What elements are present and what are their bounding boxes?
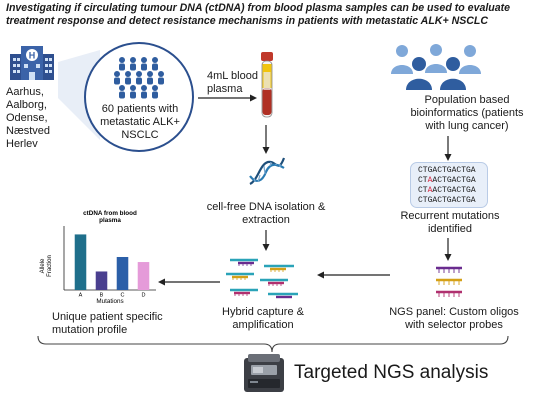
sequence-part: ACTGACTGA	[432, 186, 476, 195]
cfdna-label-line: extraction	[242, 214, 290, 226]
ngs-probes-icon	[436, 266, 462, 297]
svg-text:H: H	[29, 51, 36, 61]
figure-title: Investigating if circulating tumour DNA …	[6, 2, 542, 28]
x-tick-label: D	[142, 293, 146, 299]
bar-A	[74, 234, 87, 290]
cfdna-label: cell-free DNA isolation & extraction	[196, 201, 336, 227]
chart-ylabel-line-2: Fraction	[47, 255, 53, 277]
mutation-base: A	[427, 176, 433, 185]
hospital-list: Aarhus, Aalborg, Odense, Næstved Herlev	[6, 86, 50, 151]
blood-label-line: plasma	[207, 83, 243, 95]
hybrid-capture-icon	[226, 258, 298, 299]
recurrent-label: Recurrent mutations identified	[380, 210, 520, 236]
profile-label-line: mutation profile	[52, 324, 128, 336]
sequencer-icon	[244, 354, 284, 392]
population-people-icon	[391, 44, 481, 90]
ngs-panel-label: NGS panel: Custom oligos with selector p…	[384, 306, 524, 332]
sequence-line: CTGACTGACTGA	[418, 166, 476, 175]
title-line-2: treatment response and detect resistance…	[6, 15, 489, 27]
hospital-name: Odense,	[6, 112, 48, 124]
sequence-line: CTAACTGACTGA	[418, 186, 487, 196]
bar-B	[95, 271, 108, 290]
chart-ylabel-line-1: Allele	[40, 258, 46, 273]
population-label-line: Population based	[424, 94, 510, 106]
population-label: Population based bioinformatics (patient…	[392, 94, 542, 133]
hospital-icon: H	[10, 46, 54, 80]
profile-label: Unique patient specific mutation profile	[52, 311, 163, 337]
hospital-name: Næstved	[6, 125, 51, 137]
hospital-name: Aarhus,	[6, 86, 44, 98]
blood-label-line: 4mL blood	[207, 70, 258, 82]
ngs-panel-label-line: with selector probes	[405, 319, 503, 331]
sequence-line: CTAACTGACTGA	[418, 176, 487, 186]
targeted-ngs-label: Targeted NGS analysis	[294, 362, 489, 383]
bar-C	[116, 256, 129, 290]
sequence-line: CTGACTGACTGA	[418, 196, 476, 205]
patients-people-icon	[114, 57, 164, 99]
patients-label: 60 patients with metastatic ALK+ NSCLC	[96, 103, 184, 142]
population-label-line: bioinformatics (patients	[410, 107, 524, 119]
x-tick-label: A	[79, 293, 83, 299]
profile-label-line: Unique patient specific	[52, 311, 163, 323]
patients-label-line: 60 patients with	[101, 103, 179, 115]
patients-circle	[84, 42, 194, 152]
population-label-line: with lung cancer)	[425, 120, 509, 132]
x-tick-label: C	[121, 293, 125, 299]
sequence-part: ACTGACTGA	[432, 176, 476, 185]
mutation-base: A	[427, 186, 433, 195]
allele-fraction-chart: ctDNA from blood plasma Allele Fraction …	[40, 210, 156, 305]
patients-label-line: NSCLC	[121, 129, 159, 141]
patients-label-line: metastatic ALK+	[100, 116, 180, 128]
chart-title-line-1: ctDNA from blood	[83, 210, 137, 217]
hospital-name: Aalborg,	[6, 99, 47, 111]
hybrid-label-line: amplification	[232, 319, 294, 331]
sequence-box: CTGACTGACTGA CTAACTGACTGA CTAACTGACTGA C…	[410, 162, 488, 208]
hybrid-label: Hybrid capture & amplification	[208, 306, 318, 332]
blood-tube-icon	[261, 52, 273, 118]
title-line-1: Investigating if circulating tumour DNA …	[6, 2, 511, 14]
chart-title-line-2: plasma	[99, 217, 121, 224]
recurrent-label-line: Recurrent mutations	[400, 210, 500, 222]
chart-xlabel: Mutations	[96, 298, 123, 305]
sequence-part: CT	[418, 186, 428, 195]
x-tick-label: B	[100, 293, 104, 299]
blood-label: 4mL blood plasma	[207, 70, 258, 96]
hybrid-label-line: Hybrid capture &	[222, 306, 304, 318]
recurrent-label-line: identified	[427, 223, 473, 235]
bar-D	[137, 262, 150, 290]
ngs-panel-label-line: NGS panel: Custom oligos	[389, 306, 519, 318]
dna-helix-icon	[249, 157, 286, 185]
cfdna-label-line: cell-free DNA isolation &	[206, 201, 326, 213]
sequence-part: CT	[418, 176, 428, 185]
hospital-name: Herlev	[6, 138, 38, 150]
